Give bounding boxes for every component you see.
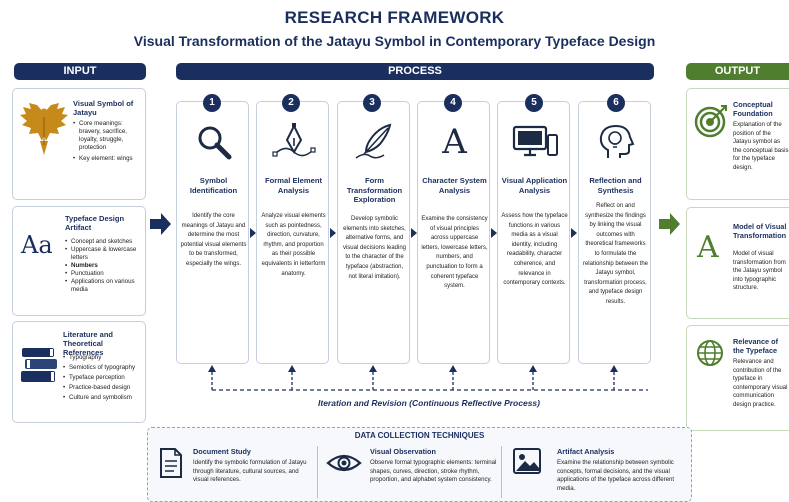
list-item: Typeface perception [63,374,145,382]
output-description-conceptual: Explanation of the position of the Jatay… [733,121,789,171]
aa-letter-icon: Aa [21,231,53,259]
iteration-label: Iteration and Revision (Continuous Refle… [318,398,540,408]
output-title-relevance: Relevance of the Typeface [733,337,779,355]
input-to-process-arrow [150,213,171,235]
step-connector-arrow [250,228,256,238]
process-step-6: Reflection and Synthesis Reflect on and … [578,101,651,364]
data-collection-panel [147,427,692,502]
step-connector-arrow [491,228,497,238]
list-item: Key element: wings [73,155,145,163]
image-icon [512,447,542,480]
output-card-relevance: Relevance of the Typeface Relevance and … [686,325,789,431]
divider [317,446,318,498]
list-item: Semiotics of typography [63,364,145,372]
data-collection-item-title: Artifact Analysis [557,447,615,456]
step-title: Character System Analysis [422,176,487,195]
input-banner: INPUT [14,63,146,80]
process-to-output-arrow [659,213,680,235]
feather-icon [338,120,411,164]
list-item: Culture and symbolism [63,394,145,402]
step-title: Visual Application Analysis [501,176,568,195]
step-description: Examine the consistency of visual princi… [421,216,488,290]
step-number-3: 3 [363,94,381,112]
process-banner: PROCESS [176,63,654,80]
output-card-model: A Model of Visual Transformation Model o… [686,207,789,319]
process-step-2: Formal Element Analysis Analyze visual e… [256,101,329,364]
output-description-relevance: Relevance and contribution of the typefa… [733,358,788,408]
step-number-6: 6 [607,94,625,112]
output-title-conceptual: Conceptual Foundation [733,100,773,118]
input-title-typeface: Typeface Design Artifact [65,214,125,232]
books-icon [20,344,60,391]
data-collection-item-title: Document Study [193,447,251,456]
input-card-typeface: Aa Typeface Design Artifact Concept and … [12,206,146,316]
step-connector-arrow [330,228,336,238]
step-description: Analyze visual elements such as pointedn… [261,213,326,277]
diagram-title: RESEARCH FRAMEWORK [284,8,505,27]
document-icon [158,447,184,484]
data-collection-title: DATA COLLECTION TECHNIQUES [354,431,485,440]
eagle-icon [19,101,69,162]
pen-nib-icon [257,120,330,164]
letter-a-green-icon: A [697,230,719,265]
list-item: Numbers [65,262,144,270]
list-item: Applications on various media [65,278,144,294]
step-number-5: 5 [525,94,543,112]
data-collection-item-description: Observe formal typographic elements: ter… [370,459,497,484]
step-title: Form Transformation Exploration [346,176,403,204]
input-list-literature: Typography Semiotics of typography Typef… [63,354,145,402]
target-icon [693,103,729,144]
step-description: Reflect on and synthesize the findings b… [582,203,649,305]
step-description: Assess how the typeface functions in var… [501,213,568,287]
data-collection-item-description: Identify the symbolic formulation of Jat… [193,459,307,484]
list-item: Concept and sketches [65,238,144,246]
output-banner: OUTPUT [686,63,789,80]
output-card-conceptual: Conceptual Foundation Explanation of the… [686,88,789,200]
eye-icon [326,452,362,479]
input-title-jatayu: Visual Symbol of Jatayu [73,99,134,117]
list-item: Typography [63,354,145,362]
process-step-3: Form Transformation Exploration Develop … [337,101,410,364]
output-description-model: Model of visual transformation from the … [733,250,786,292]
magnifier-icon [177,120,250,164]
step-description: Develop symbolic elements into sketches,… [342,216,407,280]
input-title-literature: Literature and Theoretical References [63,330,114,357]
globe-icon [695,338,725,373]
step-connector-arrow [411,228,417,238]
devices-icon [498,120,571,164]
step-connector-arrow [571,228,577,238]
step-description: Identify the core meanings of Jatayu and… [180,213,247,267]
input-list-jatayu: Core meanings: bravery, sacrifice, loyal… [73,120,145,163]
step-number-2: 2 [282,94,300,112]
process-step-1: Symbol Identification Identify the core … [176,101,249,364]
divider [501,446,502,498]
letter-a-icon: A [442,122,467,162]
process-step-5: Visual Application Analysis Assess how t… [497,101,570,364]
list-item: Uppercase & lowercase letters [65,246,144,262]
step-title: Formal Element Analysis [265,176,322,195]
step-number-1: 1 [203,94,221,112]
step-title: Symbol Identification [189,176,238,195]
iteration-loop [208,365,648,391]
list-item: Core meanings: bravery, sacrifice, loyal… [73,120,145,152]
list-item: Practice-based design [63,384,145,392]
step-number-4: 4 [444,94,462,112]
output-title-model: Model of Visual Transformation [733,222,787,240]
process-step-4: A Character System Analysis Examine the … [417,101,490,364]
diagram-subtitle: Visual Transformation of the Jatayu Symb… [133,33,656,49]
lightbulb-head-icon [579,120,652,164]
data-collection-item-title: Visual Observation [370,447,436,456]
step-title: Reflection and Synthesis [589,176,642,195]
input-card-literature: Literature and Theoretical References Ty… [12,321,146,423]
input-card-jatayu: Visual Symbol of Jatayu Core meanings: b… [12,88,146,200]
data-collection-item-description: Examine the relationship between symboli… [557,459,675,492]
input-list-typeface: Concept and sketches Uppercase & lowerca… [65,238,144,294]
list-item: Punctuation [65,270,144,278]
